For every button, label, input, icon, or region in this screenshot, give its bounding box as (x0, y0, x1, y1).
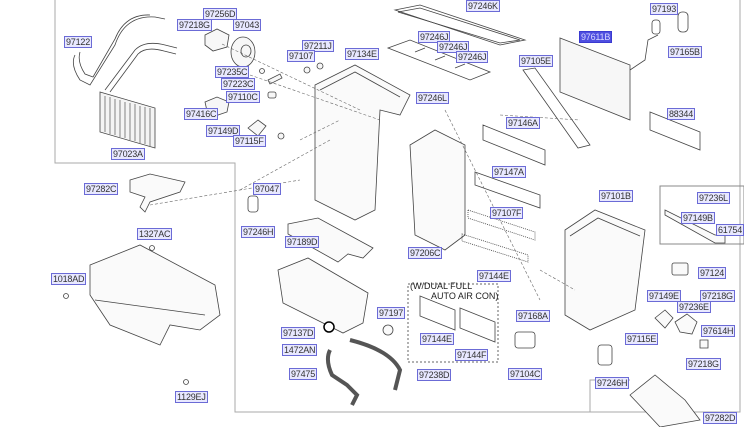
part-label-97416c[interactable]: 97416C (184, 108, 219, 120)
actuator-drawings (205, 29, 323, 189)
part-label-97193[interactable]: 97193 (650, 3, 679, 15)
part-label-97043[interactable]: 97043 (233, 19, 262, 31)
part-label-97282c[interactable]: 97282C (84, 183, 119, 195)
frame-dual-auto (408, 284, 498, 362)
frame-inset-hose (660, 186, 744, 244)
part-label-97218g[interactable]: 97218G (700, 290, 735, 302)
part-label-97197[interactable]: 97197 (377, 307, 406, 319)
part-label-97246h[interactable]: 97246H (595, 377, 630, 389)
part-label-97246j[interactable]: 97246J (456, 51, 489, 63)
part-label-97611b[interactable]: 97611B (579, 31, 613, 43)
part-label-97101b[interactable]: 97101B (599, 190, 633, 202)
part-label-97235c[interactable]: 97235C (215, 66, 250, 78)
part-label-97023a[interactable]: 97023A (111, 148, 145, 160)
frame-top-left-box (55, 0, 740, 412)
part-label-1327ac[interactable]: 1327AC (137, 228, 173, 240)
part-label-97115e[interactable]: 97115E (625, 333, 659, 345)
part-label-97168a[interactable]: 97168A (516, 310, 550, 322)
part-label-97246j[interactable]: 97246J (418, 31, 451, 43)
part-label-97238d[interactable]: 97238D (417, 369, 452, 381)
part-label-1018ad[interactable]: 1018AD (51, 273, 87, 285)
part-label-97144e[interactable]: 97144E (477, 270, 511, 282)
part-label-97107[interactable]: 97107 (287, 50, 316, 62)
dual-auto-note-line1: (W/DUAL FULL (410, 281, 473, 291)
dual-auto-note-line2: AUTO AIR CON) (431, 291, 499, 301)
part-label-97282d[interactable]: 97282D (703, 412, 738, 424)
part-label-97165b[interactable]: 97165B (668, 46, 702, 58)
lower-housing-drawings (278, 218, 400, 405)
part-label-88344[interactable]: 88344 (667, 108, 696, 120)
part-label-97218g[interactable]: 97218G (686, 358, 721, 370)
heater-core-drawing (73, 15, 177, 148)
right-side-drawings (630, 210, 725, 427)
part-label-97107f[interactable]: 97107F (490, 207, 524, 219)
part-label-97189d[interactable]: 97189D (285, 236, 320, 248)
part-label-97122[interactable]: 97122 (64, 36, 93, 48)
part-label-97147a[interactable]: 97147A (492, 166, 526, 178)
part-label-97218g[interactable]: 97218G (177, 19, 212, 31)
part-label-97104c[interactable]: 97104C (508, 368, 543, 380)
part-label-97246h[interactable]: 97246H (241, 226, 276, 238)
part-label-1472an[interactable]: 1472AN (282, 344, 318, 356)
part-label-97614h[interactable]: 97614H (701, 325, 736, 337)
part-label-97146a[interactable]: 97146A (506, 117, 540, 129)
leader-lines (150, 44, 580, 300)
part-label-97134e[interactable]: 97134E (345, 48, 379, 60)
part-label-1129ej[interactable]: 1129EJ (175, 391, 208, 403)
part-label-97115f[interactable]: 97115F (233, 135, 266, 147)
part-label-97124[interactable]: 97124 (698, 267, 727, 279)
part-label-97206c[interactable]: 97206C (408, 247, 443, 259)
part-label-97110c[interactable]: 97110C (226, 91, 260, 103)
part-label-97149b[interactable]: 97149B (681, 212, 715, 224)
part-label-97246l[interactable]: 97246L (416, 92, 449, 104)
part-label-97236l[interactable]: 97236L (697, 192, 730, 204)
filter-seal-drawings (248, 5, 700, 365)
part-label-97137d[interactable]: 97137D (281, 327, 316, 339)
part-label-97047[interactable]: 97047 (253, 183, 282, 195)
part-label-97144e[interactable]: 97144E (420, 333, 454, 345)
part-label-97149e[interactable]: 97149E (647, 290, 681, 302)
part-label-97246j[interactable]: 97246J (437, 41, 470, 53)
part-label-97223c[interactable]: 97223C (221, 78, 256, 90)
case-drawings (315, 65, 645, 330)
part-label-97149d[interactable]: 97149D (206, 125, 241, 137)
part-label-97105e[interactable]: 97105E (519, 55, 553, 67)
part-label-61754[interactable]: 61754 (716, 224, 744, 236)
part-label-97236e[interactable]: 97236E (677, 301, 711, 313)
part-label-97246k[interactable]: 97246K (466, 0, 500, 12)
part-label-97256d[interactable]: 97256D (203, 8, 238, 20)
part-label-97475[interactable]: 97475 (289, 368, 318, 380)
blower-drawings (64, 174, 221, 385)
part-label-97144f[interactable]: 97144F (455, 349, 489, 361)
part-label-97211j[interactable]: 97211J (302, 40, 334, 52)
